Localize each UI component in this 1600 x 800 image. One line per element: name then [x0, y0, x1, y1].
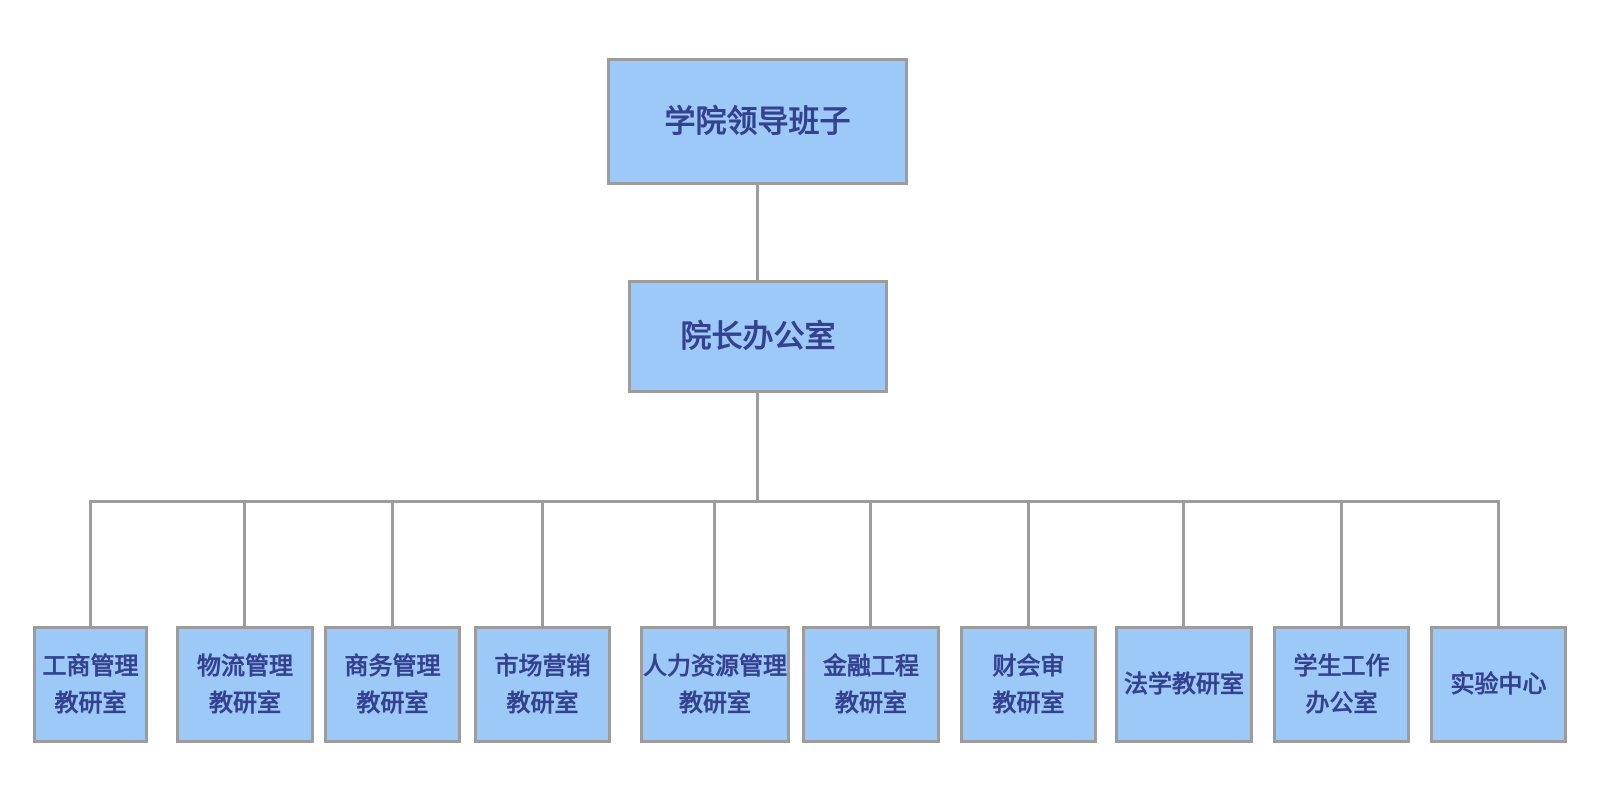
connector-office-to-bus: [756, 393, 759, 503]
org-node-label: 法学教研室: [1124, 671, 1244, 698]
org-node-accounting-audit: 财会审 教研室: [960, 626, 1097, 743]
org-node-label: 工商管理 教研室: [42, 652, 139, 717]
org-node-label: 财会审 教研室: [992, 652, 1065, 717]
org-node-label: 人力资源管理 教研室: [643, 652, 787, 717]
org-node-label: 学生工作 办公室: [1293, 652, 1390, 717]
org-node-lab-center: 实验中心: [1430, 626, 1567, 743]
connector-drop-1: [89, 500, 92, 626]
org-node-law: 法学教研室: [1115, 626, 1253, 743]
connector-bus: [89, 500, 1500, 503]
org-node-label: 商务管理 教研室: [344, 652, 441, 717]
connector-drop-10: [1497, 500, 1500, 626]
org-node-business-admin: 工商管理 教研室: [33, 626, 148, 743]
connector-drop-6: [869, 500, 872, 626]
org-node-leadership-label: 学院领导班子: [664, 103, 851, 139]
org-node-dean-office: 院长办公室: [628, 280, 888, 393]
org-node-label: 实验中心: [1450, 671, 1547, 698]
connector-drop-3: [391, 500, 394, 626]
connector-root-to-office: [756, 185, 759, 280]
org-node-marketing: 市场营销 教研室: [474, 626, 611, 743]
connector-drop-8: [1182, 500, 1185, 626]
org-node-leadership: 学院领导班子: [607, 58, 908, 185]
org-node-commerce: 商务管理 教研室: [324, 626, 461, 743]
org-node-label: 物流管理 教研室: [197, 652, 293, 717]
org-node-student-affairs: 学生工作 办公室: [1273, 626, 1410, 743]
connector-drop-7: [1027, 500, 1030, 626]
org-node-logistics: 物流管理 教研室: [176, 626, 314, 743]
connector-drop-4: [541, 500, 544, 626]
org-node-financial-engineering: 金融工程 教研室: [802, 626, 940, 743]
org-node-dean-office-label: 院长办公室: [680, 318, 836, 354]
connector-drop-9: [1340, 500, 1343, 626]
org-node-hr: 人力资源管理 教研室: [640, 626, 790, 743]
connector-drop-5: [713, 500, 716, 626]
connector-drop-2: [243, 500, 246, 626]
org-node-label: 市场营销 教研室: [494, 652, 591, 717]
org-node-label: 金融工程 教研室: [823, 652, 919, 717]
